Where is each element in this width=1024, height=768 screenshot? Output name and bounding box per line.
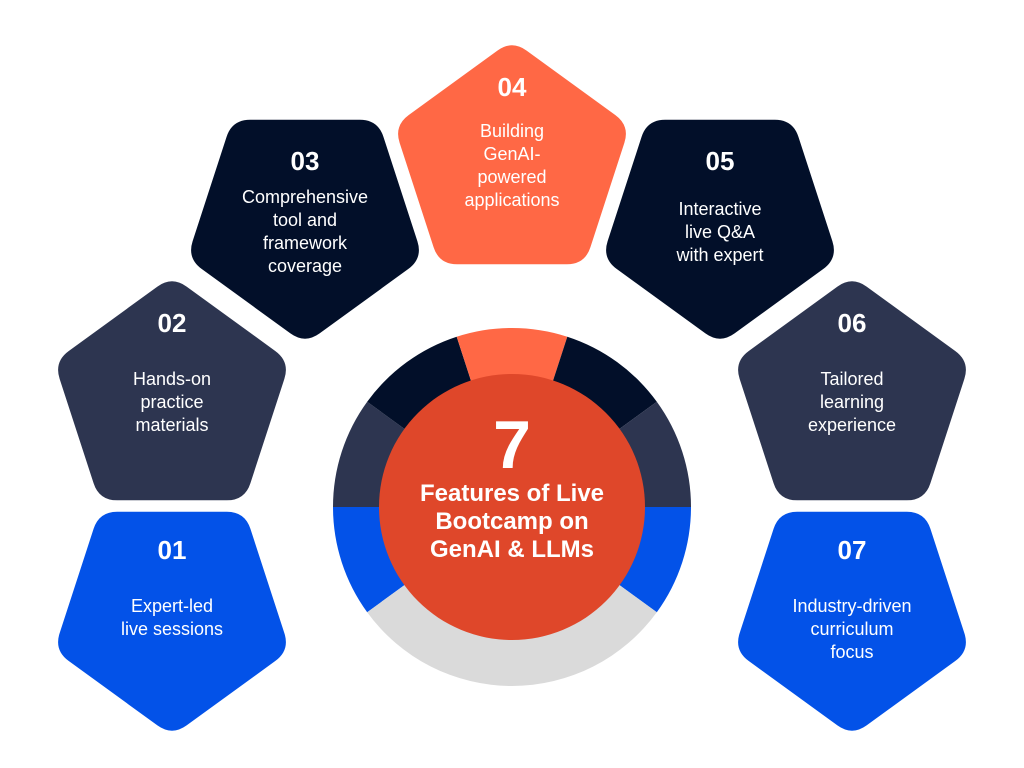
feature-label: Tailored learning experience — [807, 369, 897, 435]
feature-card-07: 07 Industry-driven curriculum focus — [752, 535, 952, 664]
feature-number: 01 — [157, 535, 187, 565]
center-number: 7 — [493, 407, 531, 483]
feature-card-04: 04 Building GenAI- powered applications — [412, 72, 612, 212]
feature-number: 04 — [497, 72, 527, 102]
feature-card-05: 05 Interactive live Q&A with expert — [620, 146, 820, 267]
feature-label: Hands-on practice materials — [132, 369, 212, 435]
feature-label: Expert-led live sessions — [120, 596, 224, 639]
center-circle — [379, 374, 645, 640]
feature-card-06: 06 Tailored learning experience — [752, 308, 952, 437]
feature-card-03: 03 Comprehensive tool and framework cove… — [205, 146, 405, 278]
feature-label: Industry-driven curriculum focus — [792, 596, 912, 662]
feature-label: Comprehensive tool and framework coverag… — [241, 187, 369, 276]
feature-card-01: 01 Expert-led live sessions — [72, 535, 272, 641]
feature-card-02: 02 Hands-on practice materials — [72, 308, 272, 437]
pentagon-06 — [738, 281, 966, 501]
feature-label: Interactive live Q&A with expert — [676, 199, 764, 265]
center-title-block: 7 Features of Live Bootcamp on GenAI & L… — [382, 410, 642, 564]
pentagon-05 — [606, 119, 834, 339]
ring-segment-05 — [549, 336, 657, 437]
pentagon-02 — [58, 281, 286, 501]
pentagon-04 — [398, 45, 626, 265]
feature-number: 07 — [837, 535, 867, 565]
feature-number: 05 — [705, 146, 735, 176]
center-title: Features of Live Bootcamp on GenAI & LLM… — [419, 480, 605, 563]
feature-label: Building GenAI- powered applications — [464, 121, 560, 210]
feature-pentagons — [58, 45, 966, 731]
feature-number: 02 — [157, 308, 187, 338]
feature-number: 06 — [837, 308, 867, 338]
feature-number: 03 — [290, 146, 320, 176]
ring-segment-03 — [367, 336, 475, 437]
pentagon-03 — [191, 119, 419, 339]
ring-segment-04 — [456, 328, 568, 393]
pentagon-07 — [738, 511, 966, 731]
pentagon-01 — [58, 511, 286, 731]
